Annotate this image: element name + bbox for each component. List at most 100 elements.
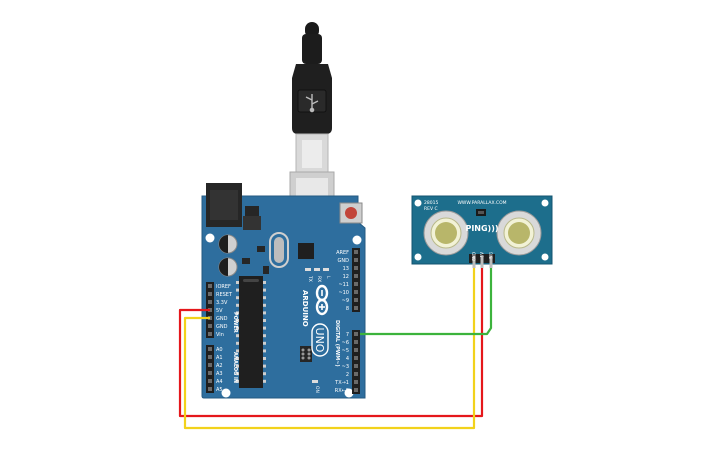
power-pin-socket[interactable] bbox=[208, 300, 212, 304]
power-pin-socket[interactable] bbox=[208, 332, 212, 336]
digital-pin-label: 7 bbox=[346, 332, 349, 338]
digital-pin-label: RX←0 bbox=[335, 388, 349, 394]
sensor-led bbox=[476, 209, 486, 216]
analog-pin-label: A2 bbox=[216, 363, 223, 369]
digital-pin-socket[interactable] bbox=[354, 380, 358, 384]
digital-pin-label: GND bbox=[338, 258, 350, 264]
digital-pin-socket[interactable] bbox=[354, 364, 358, 368]
digital-pin-label: 8 bbox=[346, 306, 349, 312]
power-pin-socket[interactable] bbox=[208, 324, 212, 328]
digital-pin-label: 12 bbox=[343, 274, 349, 280]
smd-component bbox=[242, 258, 250, 264]
digital-pin-label: 4 bbox=[346, 356, 349, 362]
transducer-right bbox=[496, 210, 542, 256]
digital-pin-label: ~5 bbox=[342, 348, 349, 354]
digital-pin-label: ~9 bbox=[342, 298, 349, 304]
mounting-hole bbox=[541, 253, 549, 261]
analog-pin-socket[interactable] bbox=[208, 387, 212, 391]
digital-pin-socket[interactable] bbox=[354, 388, 358, 392]
arduino-logo bbox=[315, 284, 329, 316]
mounting-hole bbox=[541, 199, 549, 207]
mounting-hole bbox=[352, 235, 362, 245]
analog-pin-label: A0 bbox=[216, 347, 223, 353]
transducer-left bbox=[423, 210, 469, 256]
digital-pin-socket[interactable] bbox=[354, 372, 358, 376]
power-pin-socket[interactable] bbox=[208, 292, 212, 296]
arduino-uno-board[interactable]: TX RX L ON bbox=[201, 183, 366, 399]
smd-component bbox=[263, 266, 269, 274]
rx-label: RX bbox=[316, 276, 322, 282]
sensor-rev-label: REV C bbox=[424, 206, 438, 212]
digital-pin-label: TX→1 bbox=[334, 380, 349, 386]
digital-pin-socket[interactable] bbox=[354, 298, 358, 302]
power-pin-label: Vin bbox=[216, 332, 224, 338]
analog-pin-label: A4 bbox=[216, 379, 223, 385]
digital-pin-socket[interactable] bbox=[354, 290, 358, 294]
wire-signal-green[interactable] bbox=[360, 268, 493, 336]
digital-pin-socket[interactable] bbox=[354, 340, 358, 344]
digital-pin-socket[interactable] bbox=[354, 306, 358, 310]
digital-pin-socket[interactable] bbox=[354, 348, 358, 352]
capacitor bbox=[218, 257, 238, 277]
usb-chip bbox=[298, 243, 314, 259]
digital-pin-label: 13 bbox=[343, 266, 349, 272]
digital-pin-label: AREF bbox=[336, 250, 349, 256]
digital-pin-socket[interactable] bbox=[354, 282, 358, 286]
uno-label: UNO bbox=[313, 328, 326, 353]
power-pin-label: GND bbox=[216, 324, 228, 330]
sensor-pin-label: SIG bbox=[489, 252, 494, 259]
l-label: L bbox=[325, 276, 331, 279]
analog-pin-socket[interactable] bbox=[208, 363, 212, 367]
sensor-pin-label: 5V bbox=[480, 252, 485, 258]
status-leds: TX RX L ON bbox=[305, 268, 331, 393]
wire-gnd-yellow[interactable] bbox=[183, 268, 476, 430]
sensor-pin[interactable] bbox=[489, 256, 493, 268]
analog-pin-socket[interactable] bbox=[208, 347, 212, 351]
digital-pin-socket[interactable] bbox=[354, 266, 358, 270]
smd-component bbox=[257, 246, 265, 252]
power-pin-label: 5V bbox=[216, 308, 223, 314]
icsp-header bbox=[300, 346, 312, 362]
digital-pin-label: ~6 bbox=[342, 340, 349, 346]
sensor-pin-label: GND bbox=[472, 252, 477, 261]
digital-pin-socket[interactable] bbox=[354, 356, 358, 360]
power-pin-label: 3.3V bbox=[216, 300, 228, 306]
on-label: ON bbox=[314, 386, 320, 393]
sensor-pin[interactable] bbox=[472, 256, 476, 268]
analog-pin-label: A5 bbox=[216, 387, 223, 393]
power-pin-socket[interactable] bbox=[208, 284, 212, 288]
digital-pin-socket[interactable] bbox=[354, 258, 358, 262]
analog-pin-socket[interactable] bbox=[208, 371, 212, 375]
analog-pin-socket[interactable] bbox=[208, 355, 212, 359]
digital-pin-label: ~3 bbox=[342, 364, 349, 370]
power-pin-label: GND bbox=[216, 316, 228, 322]
mounting-hole bbox=[414, 253, 422, 261]
analog-pin-label: A3 bbox=[216, 371, 223, 377]
digital-pin-socket[interactable] bbox=[354, 274, 358, 278]
tx-label: TX bbox=[307, 275, 313, 282]
digital-pin-socket[interactable] bbox=[354, 332, 358, 336]
mounting-hole bbox=[221, 388, 231, 398]
sensor-pin[interactable] bbox=[480, 256, 484, 268]
analog-pin-socket[interactable] bbox=[208, 379, 212, 383]
analog-pin-label: A1 bbox=[216, 355, 223, 361]
uno-logo: UNO bbox=[311, 323, 329, 357]
digital-pin-socket[interactable] bbox=[354, 250, 358, 254]
wire-5v-red[interactable] bbox=[178, 268, 484, 418]
sensor-url-label: WWW.PARALLAX.COM bbox=[457, 200, 506, 206]
power-pin-label: IOREF bbox=[216, 284, 231, 290]
wires bbox=[178, 268, 493, 430]
usb-cable bbox=[289, 22, 335, 223]
mounting-hole bbox=[344, 388, 354, 398]
voltage-regulator bbox=[243, 206, 261, 230]
reset-button[interactable] bbox=[339, 202, 363, 224]
sensor-part-label: 28015 bbox=[424, 200, 438, 206]
arduino-brand-label: ARDUINO bbox=[301, 290, 309, 327]
power-header-label: POWER bbox=[232, 312, 238, 333]
ping-ultrasonic-sensor[interactable]: 28015 REV C WWW.PARALLAX.COM PING))) GND… bbox=[411, 195, 553, 268]
